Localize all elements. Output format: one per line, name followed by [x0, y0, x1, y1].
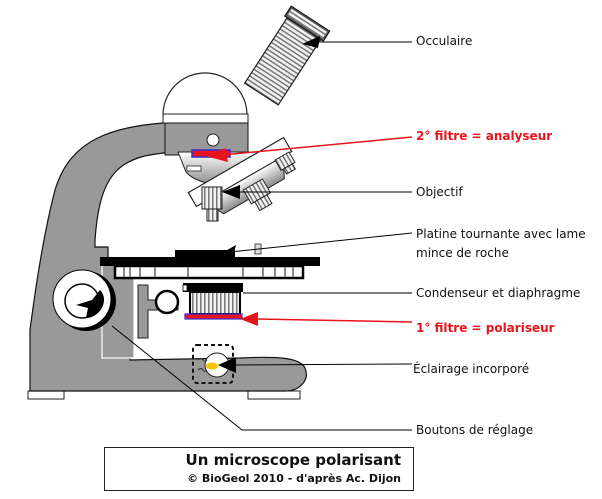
leader-boutons — [111, 325, 412, 431]
caption-credit: © BioGeol 2010 - d'après Ac. Dijon — [187, 472, 401, 485]
analyzer-knob — [206, 133, 220, 147]
label-platine: Platine tournante avec lame — [416, 227, 586, 241]
objective-2 — [242, 178, 273, 212]
leader-analyseur — [205, 136, 413, 162]
label-occulaire: Occulaire — [416, 34, 473, 48]
polarizer-filter — [184, 313, 243, 320]
condenser-bracket — [137, 284, 179, 339]
head-tab — [186, 165, 202, 172]
label-eclairage: Éclairage incorporé — [413, 362, 530, 376]
leader-platine — [222, 232, 413, 256]
label-boutons: Boutons de réglage — [416, 423, 534, 437]
base-foot-right — [247, 390, 301, 400]
lamp-filament — [197, 358, 208, 372]
label-analyseur: 2° filtre = analyseur — [416, 129, 553, 143]
stage-slide-holder — [175, 250, 235, 258]
condenser-top — [183, 283, 243, 292]
objective-main — [201, 186, 223, 222]
label-platine-line2: mince de roche — [416, 246, 509, 260]
lamp-housing — [192, 344, 234, 384]
stage-ring — [113, 264, 305, 280]
leader-objectif — [222, 185, 412, 199]
condenser-knob — [154, 289, 180, 315]
lamp-bulb — [206, 362, 218, 370]
leader-eclairage — [218, 357, 413, 373]
label-condenseur: Condenseur et diaphragme — [416, 286, 581, 300]
objective-3 — [274, 151, 297, 175]
head-collar — [162, 113, 249, 124]
base-foot-left — [27, 390, 65, 400]
focus-knob — [52, 269, 116, 331]
head-dome — [162, 72, 248, 116]
condenser-top-lip — [182, 284, 188, 292]
caption-title: Un microscope polarisant — [185, 451, 401, 469]
leader-polariseur — [240, 312, 413, 326]
stage-top — [100, 257, 320, 266]
stage-ring-marks — [123, 267, 294, 277]
eyepiece-tube — [243, 5, 331, 106]
leader-occulaire — [302, 36, 412, 48]
label-objectif: Objectif — [416, 185, 463, 199]
caption-box: Un microscope polarisant © BioGeol 2010 … — [104, 447, 414, 491]
label-polariseur: 1° filtre = polariseur — [416, 321, 555, 335]
condenser-body — [189, 291, 241, 315]
